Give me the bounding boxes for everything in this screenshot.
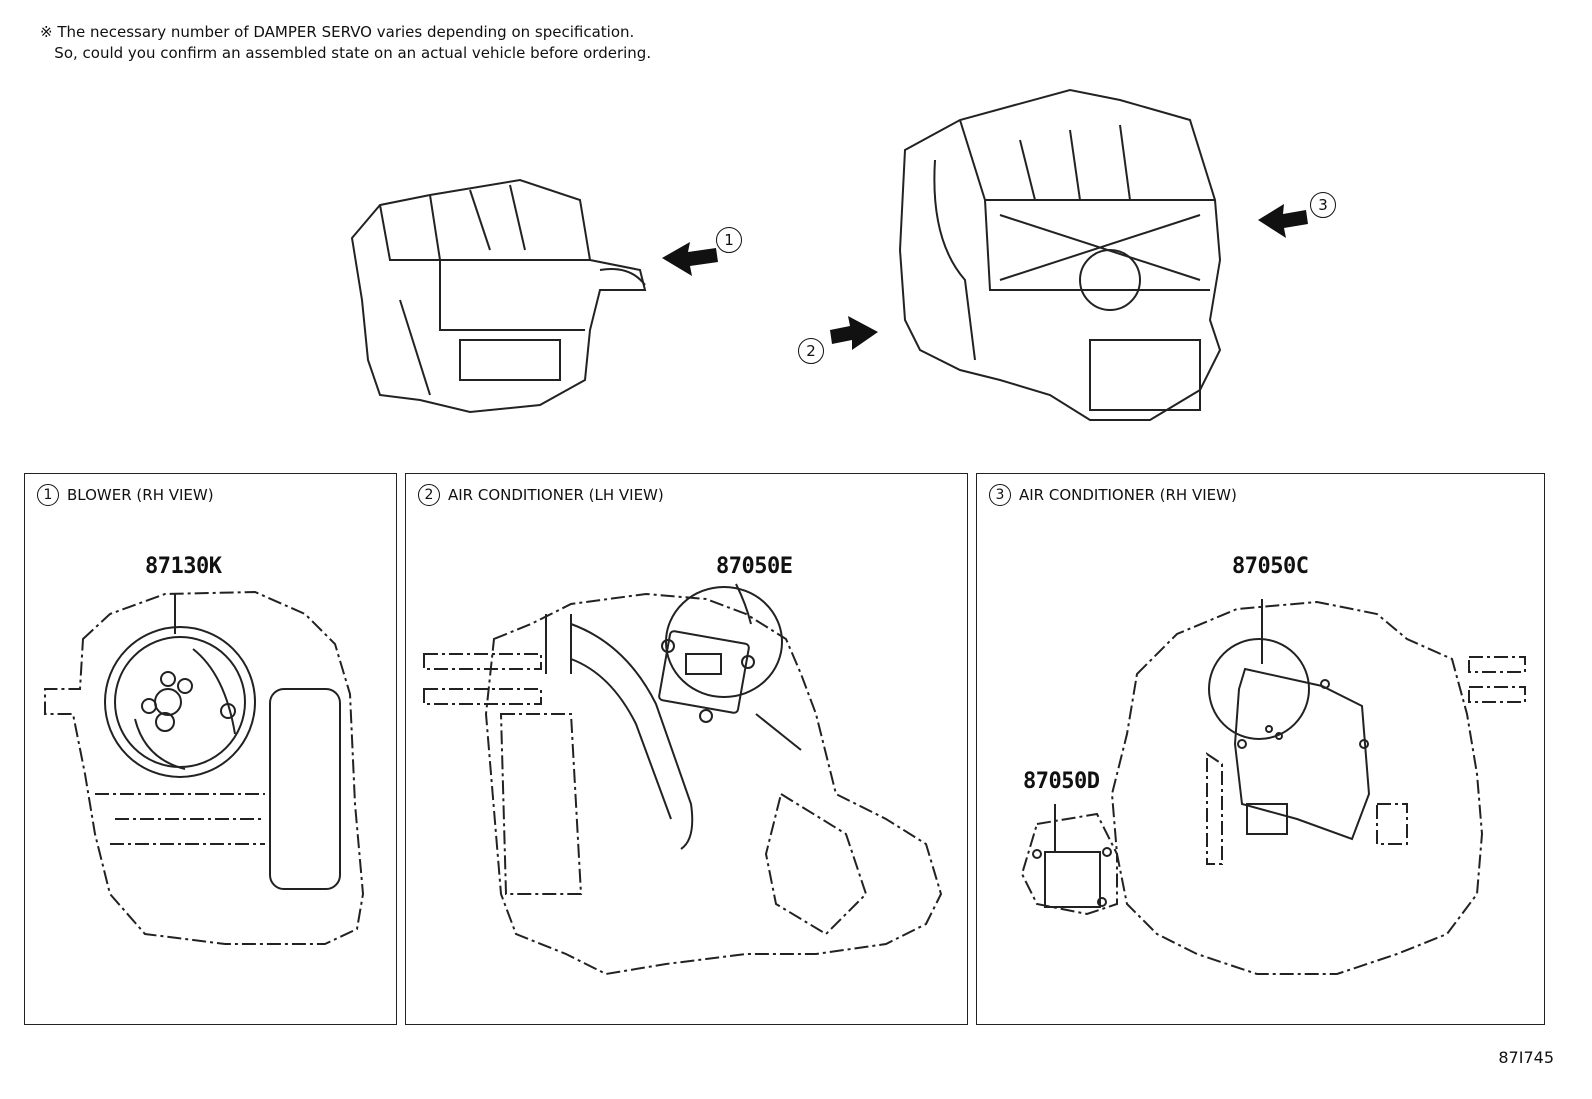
air-conditioner-unit-drawing <box>898 88 1222 421</box>
part-87050c-label[interactable]: 87050C <box>1232 554 1309 579</box>
callout-1: 1 <box>716 227 742 253</box>
part-87130k-label[interactable]: 87130K <box>145 554 222 579</box>
part-87050d-label[interactable]: 87050D <box>1023 769 1100 794</box>
arrow-2-icon <box>830 316 878 350</box>
note-line-1: ※ The necessary number of DAMPER SERVO v… <box>40 23 635 41</box>
panel-air-conditioner-rh-view: 3 AIR CONDITIONER (RH VIEW) 87050C 87050… <box>976 473 1545 1025</box>
panel-1-title: 1 BLOWER (RH VIEW) <box>37 484 214 506</box>
panel-3-title: 3 AIR CONDITIONER (RH VIEW) <box>989 484 1237 506</box>
arrow-1-icon <box>662 242 718 276</box>
panel-blower-rh-view: 1 BLOWER (RH VIEW) 87130K <box>24 473 397 1025</box>
specification-note: ※ The necessary number of DAMPER SERVO v… <box>40 22 651 64</box>
panel-3-label: AIR CONDITIONER (RH VIEW) <box>1019 486 1237 504</box>
note-line-2: So, could you confirm an assembled state… <box>40 44 652 62</box>
panel-1-label: BLOWER (RH VIEW) <box>67 486 214 504</box>
overview-illustration <box>350 88 1308 421</box>
panel-2-number: 2 <box>418 484 440 506</box>
air-conditioner-lh-view-drawing <box>423 583 943 976</box>
panel-2-title: 2 AIR CONDITIONER (LH VIEW) <box>418 484 664 506</box>
callout-2: 2 <box>798 338 824 364</box>
air-conditioner-rh-view-drawing <box>1020 599 1526 975</box>
panel-2-label: AIR CONDITIONER (LH VIEW) <box>448 486 664 504</box>
panel-1-number: 1 <box>37 484 59 506</box>
panel-3-number: 3 <box>989 484 1011 506</box>
panel-air-conditioner-lh-view: 2 AIR CONDITIONER (LH VIEW) 87050E <box>405 473 968 1025</box>
part-87050e-label[interactable]: 87050E <box>716 554 793 579</box>
arrow-3-icon <box>1258 204 1308 238</box>
callout-3: 3 <box>1310 192 1336 218</box>
illustration-code: 87I745 <box>1498 1048 1554 1067</box>
blower-unit-drawing <box>350 178 647 414</box>
blower-rh-view-drawing <box>44 590 365 945</box>
